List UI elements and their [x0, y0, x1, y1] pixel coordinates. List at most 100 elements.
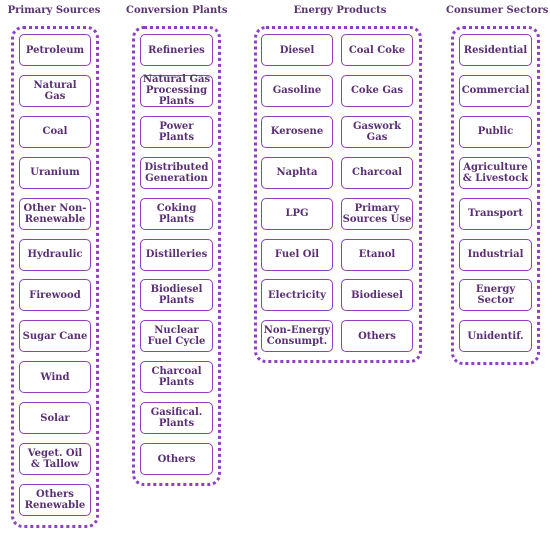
consumer-sector-label: Industrial	[467, 249, 524, 260]
primary-source-label: Petroleum	[25, 44, 85, 56]
consumer-sector-label: Energy Sector	[475, 284, 516, 307]
energy-product-label: Charcoal	[351, 167, 402, 179]
energy-product-label: Biodiesel	[351, 289, 403, 301]
consumer-sector-box: Public	[459, 115, 532, 148]
primary-source-box: Veget. Oil & Tallow	[19, 443, 91, 475]
column-title-conversion-plants: Conversion Plants	[126, 5, 228, 16]
energy-product-box: LPG	[261, 197, 333, 230]
conversion-plant-label: Refineries	[148, 44, 205, 56]
energy-product-box: Coke Gas	[341, 74, 413, 107]
energy-product-box: Primary Sources Use	[341, 197, 413, 230]
energy-product-label: Others	[358, 330, 396, 342]
consumer-sector-label: Transport	[468, 208, 523, 220]
primary-source-box: Other Non- Renewable	[19, 197, 91, 230]
energy-product-box: Electricity	[261, 279, 333, 312]
primary-source-box: Firewood	[19, 279, 91, 312]
conversion-plant-box: Charcoal Plants	[140, 361, 213, 394]
conversion-plant-box: Others	[140, 443, 213, 475]
conversion-plant-label: Gasifical. Plants	[150, 407, 203, 430]
conversion-plant-label: Charcoal Plants	[151, 366, 202, 389]
energy-product-label: Non-Energy Consumpt.	[263, 325, 331, 348]
consumer-sector-box: Industrial	[459, 238, 532, 271]
energy-product-label: Gasoline	[272, 85, 322, 97]
conversion-plant-label: Others	[157, 453, 196, 465]
primary-source-box: Natural Gas	[19, 74, 91, 107]
consumer-sector-label: Agriculture & Livestock	[462, 161, 529, 184]
primary-source-box: Wind	[19, 361, 91, 394]
group-consumer-sectors	[451, 26, 540, 365]
primary-source-label: Veget. Oil & Tallow	[27, 448, 83, 470]
consumer-sector-box: Unidentif.	[459, 320, 532, 353]
conversion-plant-label: Nuclear Fuel Cycle	[147, 325, 206, 348]
column-title-primary-sources: Primary Sources	[7, 5, 101, 16]
consumer-sector-label: Public	[477, 126, 514, 138]
conversion-plant-label: Natural Gas Processing Plants	[142, 74, 211, 108]
primary-source-label: Coal	[42, 126, 68, 138]
group-conversion-plants	[132, 26, 221, 486]
column-title-energy-products: Energy Products	[293, 5, 387, 16]
conversion-plant-box: Coking Plants	[140, 197, 213, 230]
energy-product-label: Electricity	[268, 289, 326, 301]
energy-product-box: Non-Energy Consumpt.	[261, 320, 333, 353]
energy-product-label: Coke Gas	[350, 85, 404, 97]
conversion-plant-label: Power Plants	[158, 120, 195, 143]
energy-product-box: Gaswork Gas	[341, 115, 413, 148]
energy-product-box: Biodiesel	[341, 279, 413, 312]
consumer-sector-label: Residential	[463, 44, 528, 56]
conversion-plant-label: Distributed Generation	[144, 161, 209, 184]
primary-source-label: Solar	[40, 412, 70, 424]
column-title-consumer-sectors: Consumer Sectors	[446, 5, 549, 16]
consumer-sector-label: Unidentif.	[467, 330, 524, 342]
energy-product-box: Coal Coke	[341, 34, 413, 66]
energy-product-label: Gaswork Gas	[352, 120, 402, 143]
primary-source-label: Others Renewable	[24, 488, 86, 511]
energy-product-box: Diesel	[261, 34, 333, 66]
consumer-sector-box: Agriculture & Livestock	[459, 156, 532, 189]
primary-source-box: Petroleum	[19, 34, 91, 66]
primary-source-label: Hydraulic	[27, 249, 83, 260]
primary-source-label: Firewood	[29, 289, 81, 301]
energy-product-label: Etanol	[358, 249, 396, 260]
energy-product-box: Others	[341, 320, 413, 353]
primary-source-label: Natural Gas	[33, 79, 77, 102]
conversion-plant-label: Distilleries	[145, 249, 208, 260]
conversion-plant-box: Natural Gas Processing Plants	[140, 74, 213, 108]
primary-source-box: Sugar Cane	[19, 320, 91, 353]
primary-source-box: Solar	[19, 402, 91, 435]
energy-product-box: Gasoline	[261, 74, 333, 107]
consumer-sector-label: Commercial	[461, 85, 530, 97]
conversion-plant-label: Coking Plants	[156, 202, 197, 225]
conversion-plant-box: Refineries	[140, 34, 213, 66]
energy-product-box: Etanol	[341, 238, 413, 271]
energy-product-box: Naphta	[261, 156, 333, 189]
group-energy-products	[254, 26, 422, 363]
energy-product-label: LPG	[285, 208, 309, 220]
conversion-plant-box: Power Plants	[140, 115, 213, 148]
conversion-plant-box: Gasifical. Plants	[140, 402, 213, 435]
consumer-sector-box: Transport	[459, 197, 532, 230]
conversion-plant-box: Nuclear Fuel Cycle	[140, 320, 213, 353]
energy-product-box: Fuel Oil	[261, 238, 333, 271]
primary-source-label: Other Non- Renewable	[23, 202, 87, 225]
primary-source-label: Sugar Cane	[22, 330, 88, 342]
energy-product-box: Charcoal	[341, 156, 413, 189]
primary-source-label: Uranium	[30, 167, 80, 179]
energy-product-label: Fuel Oil	[274, 249, 320, 260]
primary-source-box: Uranium	[19, 156, 91, 189]
energy-product-label: Primary Sources Use	[342, 202, 412, 225]
energy-product-label: Coal Coke	[348, 44, 406, 56]
primary-source-box: Hydraulic	[19, 238, 91, 271]
energy-product-label: Naphta	[276, 167, 318, 179]
conversion-plant-box: Biodiesel Plants	[140, 279, 213, 312]
group-primary-sources	[11, 26, 99, 528]
primary-source-box: Others Renewable	[19, 483, 91, 516]
conversion-plant-box: Distilleries	[140, 238, 213, 271]
conversion-plant-box: Distributed Generation	[140, 156, 213, 189]
energy-product-box: Kerosene	[261, 115, 333, 148]
primary-source-box: Coal	[19, 115, 91, 148]
energy-product-label: Kerosene	[270, 126, 324, 138]
energy-product-label: Diesel	[279, 44, 315, 56]
consumer-sector-box: Commercial	[459, 74, 532, 107]
conversion-plant-label: Biodiesel Plants	[150, 284, 203, 307]
primary-source-label: Wind	[40, 371, 70, 383]
